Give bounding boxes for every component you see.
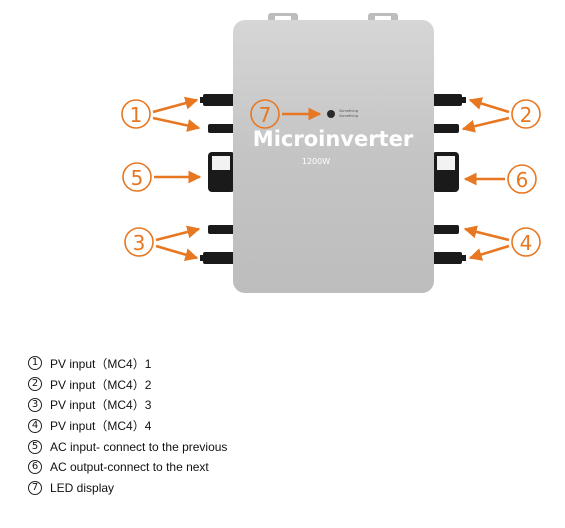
arrow-2b (461, 116, 510, 133)
legend-text-4: PV input（MC4）4 (50, 419, 152, 434)
legend-text-7: LED display (50, 481, 115, 496)
connector-pv1-top-left (200, 94, 235, 106)
legend-item-5: 5 AC input- connect to the previous (28, 436, 227, 457)
arrow-3b (155, 244, 199, 261)
legend: 1 PV input（MC4）1 2 PV input（MC4）2 3 PV i… (28, 353, 227, 499)
device-title: Microinverter (253, 127, 414, 151)
callout-1: 1 (121, 99, 151, 129)
legend-num-6: 6 (28, 460, 42, 475)
microinverter-diagram: Something Something Microinverter 1200W … (121, 13, 541, 293)
arrow-1b (152, 116, 201, 132)
callout-3: 3 (124, 227, 154, 257)
legend-text-3: PV input（MC4）3 (50, 398, 152, 413)
connector-ac-output (432, 152, 459, 192)
connector-pv3-bottom-left (200, 252, 235, 264)
connector-pv4-top-right (432, 225, 459, 234)
legend-text-2: PV input（MC4）2 (50, 377, 152, 392)
callout-6: 6 (507, 164, 537, 194)
callout-5: 5 (122, 162, 152, 192)
callout-2: 2 (511, 99, 541, 129)
svg-text:4: 4 (520, 231, 533, 255)
connector-pv2-bottom-right (432, 124, 459, 133)
connector-pv1-bottom-left (208, 124, 235, 133)
led-indicator (327, 110, 335, 118)
connector-pv3-top-left (208, 225, 235, 234)
arrow-1a (152, 96, 199, 114)
legend-item-4: 4 PV input（MC4）4 (28, 415, 227, 436)
callout-7: 7 (250, 99, 280, 129)
legend-num-4: 4 (28, 418, 42, 433)
legend-num-1: 1 (28, 356, 42, 371)
led-caption-line2: Something (339, 114, 358, 118)
svg-text:3: 3 (133, 231, 146, 255)
legend-item-7: 7 LED display (28, 478, 227, 499)
callout-4: 4 (511, 227, 541, 257)
legend-num-2: 2 (28, 377, 42, 392)
svg-text:1: 1 (130, 103, 143, 127)
led-caption-line1: Something (339, 109, 358, 113)
svg-text:5: 5 (131, 166, 144, 190)
legend-item-1: 1 PV input（MC4）1 (28, 353, 227, 374)
arrow-4a (463, 225, 510, 242)
legend-text-6: AC output-connect to the next (50, 460, 209, 475)
legend-item-3: 3 PV input（MC4）3 (28, 395, 227, 416)
legend-text-1: PV input（MC4）1 (50, 356, 152, 371)
legend-num-3: 3 (28, 397, 42, 412)
connector-pv2-top-right (432, 94, 466, 106)
legend-item-2: 2 PV input（MC4）2 (28, 374, 227, 395)
arrow-4b (468, 244, 510, 261)
svg-text:7: 7 (259, 103, 272, 127)
legend-item-6: 6 AC output-connect to the next (28, 457, 227, 478)
legend-num-7: 7 (28, 481, 42, 496)
device-model: 1200W (302, 157, 330, 166)
legend-num-5: 5 (28, 439, 42, 454)
connector-pv4-bottom-right (432, 252, 466, 264)
svg-text:2: 2 (520, 103, 533, 127)
svg-text:6: 6 (516, 168, 529, 192)
legend-text-5: AC input- connect to the previous (50, 439, 228, 454)
arrow-3a (155, 225, 201, 242)
arrow-2a (468, 97, 510, 114)
device-body (233, 20, 434, 293)
connector-ac-input (208, 152, 235, 192)
